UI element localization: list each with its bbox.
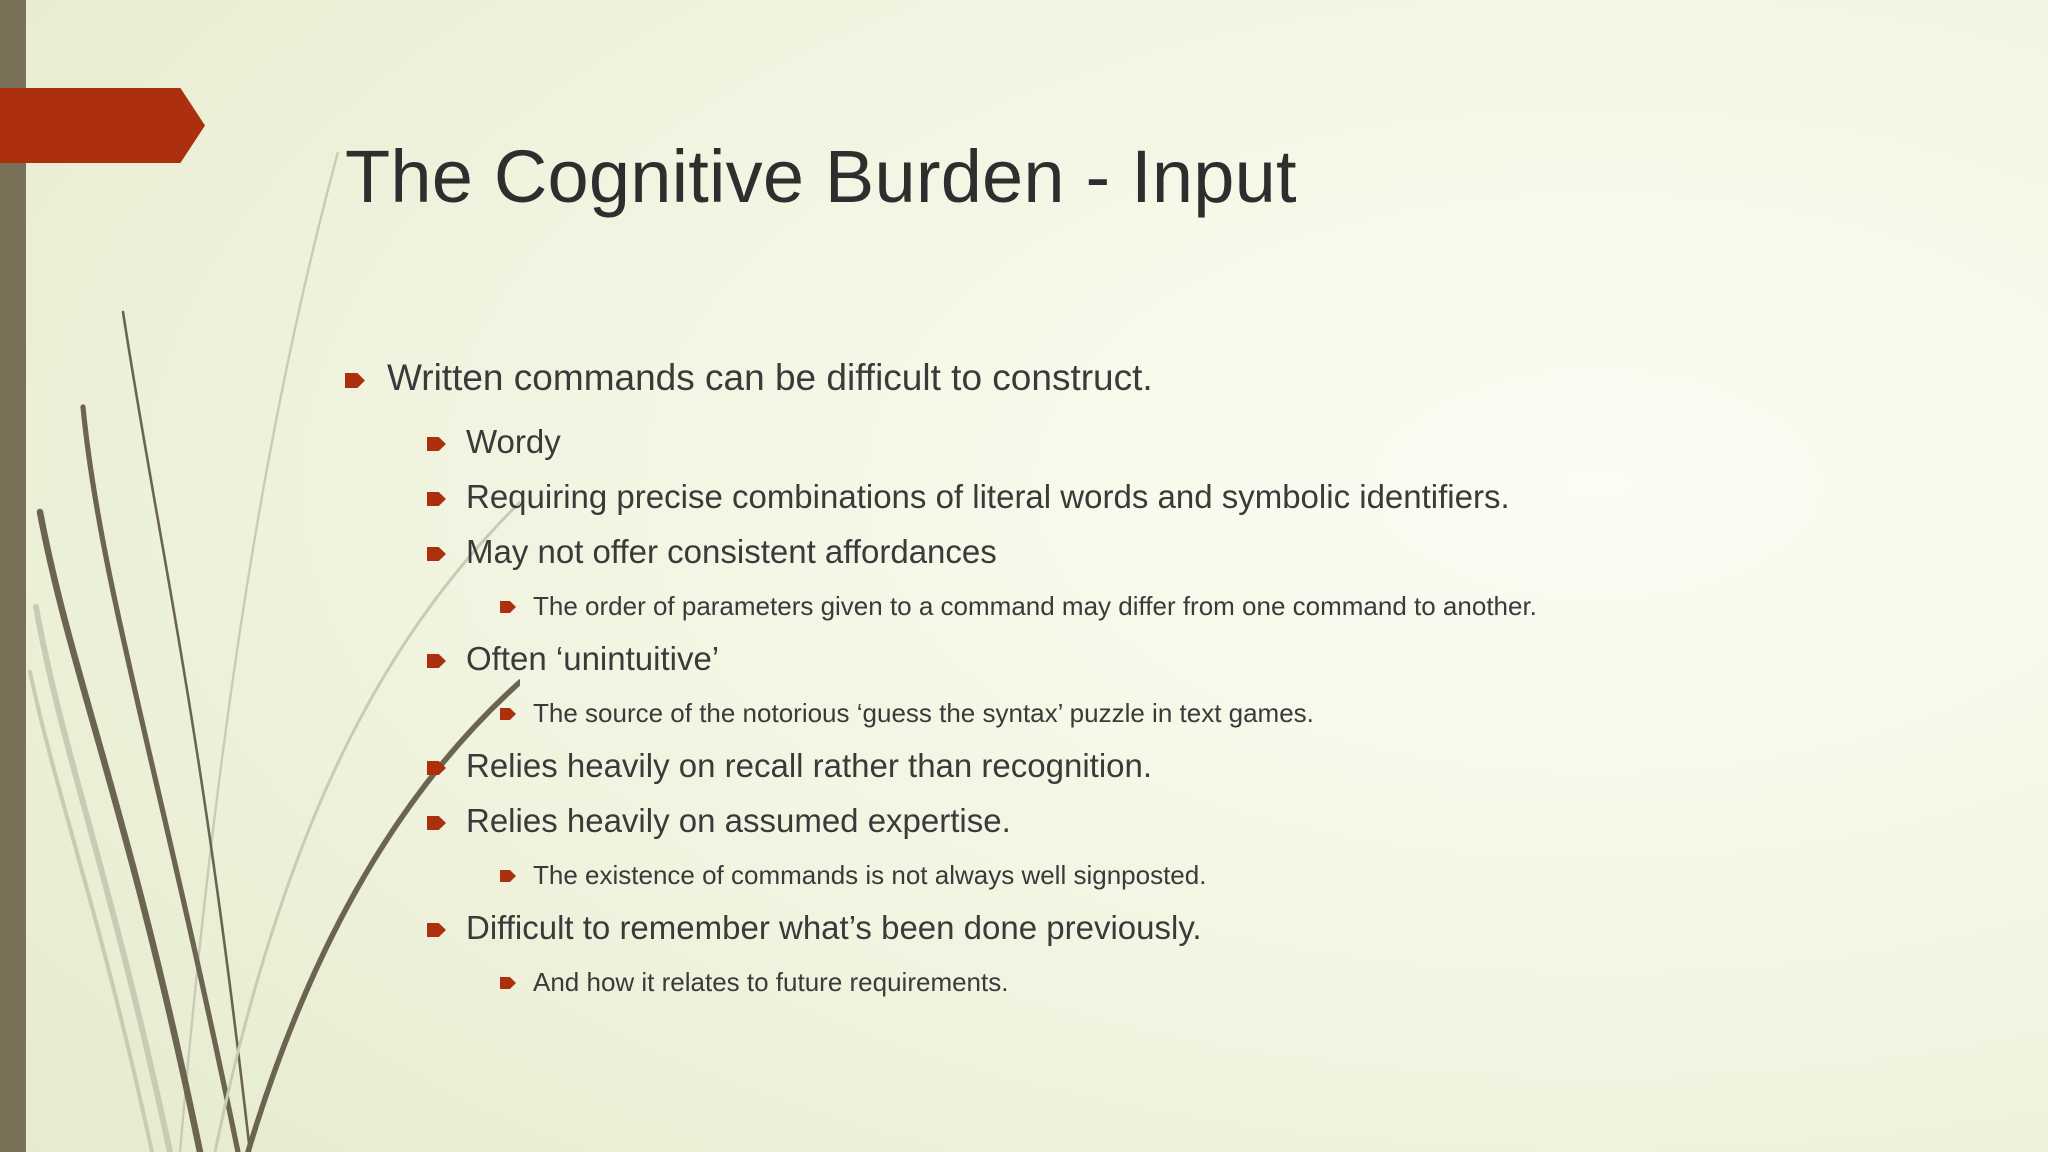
- bullet-pennant-icon: [345, 373, 365, 388]
- list-item: Relies heavily on assumed expertise.: [427, 795, 1945, 846]
- left-vertical-stripe: [0, 0, 26, 1152]
- list-item: Requiring precise combinations of litera…: [427, 471, 1945, 522]
- slide-body: Written commands can be difficult to con…: [345, 352, 1945, 1009]
- slide-title: The Cognitive Burden - Input: [345, 134, 1297, 218]
- bullet-pennant-icon: [500, 601, 516, 613]
- list-item: And how it relates to future requirement…: [500, 957, 1945, 1007]
- bullet-pennant-icon: [500, 977, 516, 989]
- list-item: The existence of commands is not always …: [500, 850, 1945, 900]
- list-item-label: And how it relates to future requirement…: [533, 967, 1009, 997]
- list-item-label: May not offer consistent affordances: [466, 533, 997, 570]
- bullet-pennant-icon: [427, 816, 446, 830]
- list-item-label: Written commands can be difficult to con…: [387, 357, 1153, 398]
- list-item: The source of the notorious ‘guess the s…: [500, 688, 1945, 738]
- bullet-pennant-icon: [427, 923, 446, 937]
- list-item-label: Relies heavily on assumed expertise.: [466, 802, 1011, 839]
- list-item-label: Often ‘unintuitive’: [466, 640, 720, 677]
- bullet-pennant-icon: [427, 654, 446, 668]
- list-item-label: Difficult to remember what’s been done p…: [466, 909, 1202, 946]
- red-pennant-banner: [0, 88, 205, 163]
- list-item-label: Wordy: [466, 423, 561, 460]
- list-item: May not offer consistent affordances: [427, 526, 1945, 577]
- list-item: Difficult to remember what’s been done p…: [427, 902, 1945, 953]
- bullet-pennant-icon: [427, 547, 446, 561]
- bullet-pennant-icon: [427, 492, 446, 506]
- list-item-label: The source of the notorious ‘guess the s…: [533, 698, 1314, 728]
- list-item: Written commands can be difficult to con…: [345, 352, 1945, 404]
- list-item-label: Relies heavily on recall rather than rec…: [466, 747, 1153, 784]
- list-item: Wordy: [427, 416, 1945, 467]
- list-item-label: The existence of commands is not always …: [533, 860, 1207, 890]
- bullet-pennant-icon: [500, 708, 516, 720]
- list-item: Often ‘unintuitive’: [427, 633, 1945, 684]
- list-item: Relies heavily on recall rather than rec…: [427, 740, 1945, 791]
- bullet-pennant-icon: [427, 761, 446, 775]
- bullet-pennant-icon: [427, 437, 446, 451]
- list-item: The order of parameters given to a comma…: [500, 581, 1945, 631]
- bullet-pennant-icon: [500, 870, 516, 882]
- list-item-label: The order of parameters given to a comma…: [533, 591, 1537, 621]
- list-item-label: Requiring precise combinations of litera…: [466, 478, 1510, 515]
